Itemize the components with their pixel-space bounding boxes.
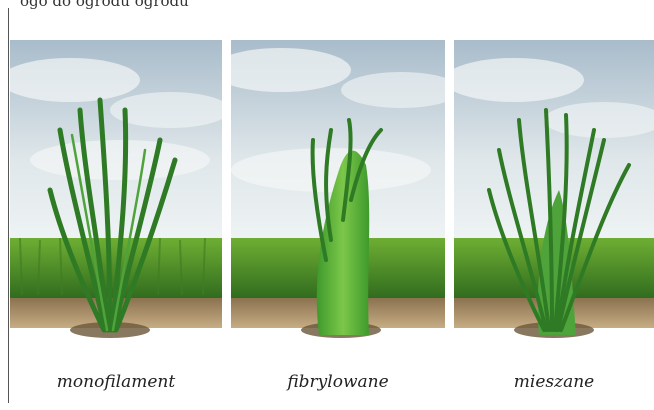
caption-monofilament: monofilament: [10, 372, 222, 392]
mixed-illustration: [454, 40, 654, 350]
panel-monofilament: [10, 40, 222, 350]
left-frame-line: [8, 8, 9, 403]
fibrillated-illustration: [231, 40, 445, 350]
panel-fibrillated: [231, 40, 445, 350]
header-text: ogo do ogrodu ogrodu: [20, 0, 189, 10]
caption-mixed: mieszane: [454, 372, 654, 392]
monofilament-illustration: [10, 40, 222, 350]
caption-fibrillated: fibrylowane: [231, 372, 445, 392]
panel-mixed: [454, 40, 654, 350]
